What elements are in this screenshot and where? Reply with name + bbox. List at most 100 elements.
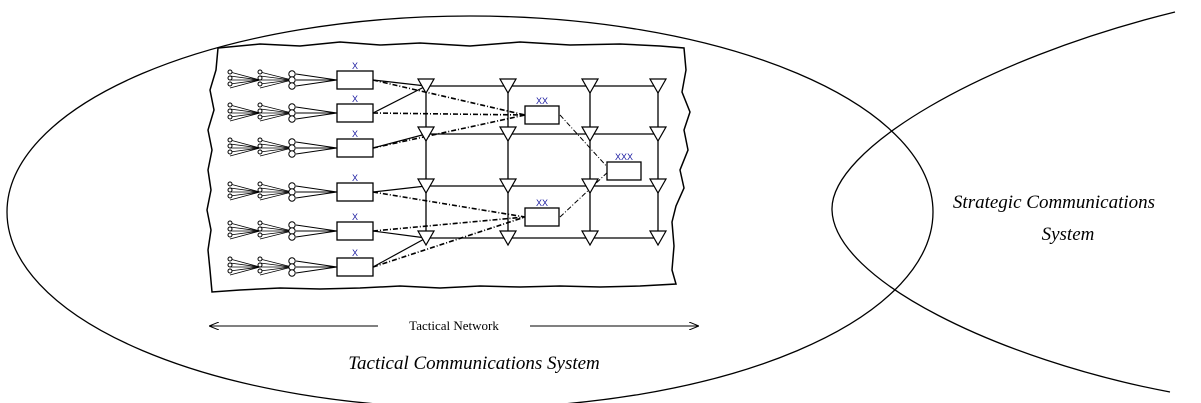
fan-line <box>229 75 261 81</box>
network-node <box>498 230 518 247</box>
access-link <box>372 85 427 114</box>
fan-line <box>229 191 261 197</box>
fan-line <box>295 185 338 193</box>
corps-unit-label: XXX <box>615 152 633 162</box>
division-unit-box <box>524 105 560 125</box>
network-node <box>648 78 668 95</box>
radio-link <box>372 114 526 149</box>
access-link <box>372 185 427 193</box>
fan-line <box>259 191 293 197</box>
company-unit-label: X <box>352 248 358 258</box>
subscriber-terminal <box>227 108 233 114</box>
fan-line <box>259 79 293 89</box>
fan-line <box>259 147 293 157</box>
fan-line <box>295 73 338 81</box>
corps-unit-box <box>606 161 642 181</box>
subscriber-terminal <box>288 182 296 190</box>
division-unit-label: XX <box>536 198 548 208</box>
radio-link <box>372 112 526 116</box>
subscriber-terminal <box>257 220 263 226</box>
radio-link <box>372 79 526 116</box>
strategic-system-label-line1: Strategic Communications <box>953 192 1155 213</box>
company-unit-box <box>336 103 374 123</box>
subscriber-terminal <box>288 257 296 265</box>
subscriber-terminal <box>257 181 263 187</box>
fan-line <box>295 112 338 120</box>
radio-link <box>559 169 611 218</box>
network-node <box>498 178 518 195</box>
subscriber-terminal <box>257 232 263 238</box>
radio-link <box>559 114 611 171</box>
subscriber-terminal <box>257 137 263 143</box>
fan-line <box>295 266 338 274</box>
subscriber-terminal <box>227 181 233 187</box>
fan-line <box>259 262 293 268</box>
subscriber-terminal <box>288 188 296 196</box>
strategic-system-boundary <box>831 11 1176 393</box>
company-unit-label: X <box>352 129 358 139</box>
tactical-network-label: Tactical Network <box>409 318 499 333</box>
subscriber-terminal <box>227 149 233 155</box>
fan-line <box>229 79 261 89</box>
subscriber-terminal <box>227 256 233 262</box>
fan-line <box>229 230 261 236</box>
fan-line <box>259 112 293 122</box>
fan-line <box>229 143 261 149</box>
subscriber-terminal <box>288 115 296 123</box>
tactical-system-ellipse <box>6 15 934 403</box>
tactical-system-label: Tactical Communications System <box>348 353 600 374</box>
fan-line <box>229 104 261 114</box>
radio-link <box>372 216 526 232</box>
fan-line <box>259 183 293 193</box>
fan-line <box>259 266 293 276</box>
fan-line <box>259 143 293 149</box>
fan-line <box>259 258 293 268</box>
network-connections <box>372 79 659 268</box>
network-node <box>416 78 436 95</box>
subscriber-terminal <box>227 187 233 193</box>
fan-line <box>229 262 261 268</box>
access-link <box>372 237 427 268</box>
access-link <box>372 230 427 239</box>
fan-line <box>259 187 293 193</box>
network-node <box>416 126 436 143</box>
network-nodes <box>416 78 668 247</box>
network-node <box>580 230 600 247</box>
subscriber-terminal <box>257 143 263 149</box>
subscriber-terminal <box>288 263 296 271</box>
network-node <box>648 178 668 195</box>
fan-line <box>229 79 261 85</box>
subscriber-terminal <box>288 138 296 146</box>
division-unit-box <box>524 207 560 227</box>
company-unit-label: X <box>352 61 358 71</box>
subscriber-terminal <box>257 114 263 120</box>
company-unit-label: X <box>352 173 358 183</box>
fan-line <box>229 191 261 201</box>
subscriber-terminal <box>257 262 263 268</box>
fan-line <box>259 139 293 149</box>
subscriber-terminal <box>257 69 263 75</box>
subscriber-terminal <box>288 82 296 90</box>
fan-line <box>229 112 261 118</box>
access-link <box>372 133 427 149</box>
network-node <box>580 178 600 195</box>
fan-line <box>259 230 293 240</box>
subscriber-terminal <box>227 137 233 143</box>
fan-line <box>295 141 338 149</box>
subscriber-terminal <box>288 70 296 78</box>
fan-line <box>229 230 261 240</box>
fan-line <box>229 112 261 122</box>
access-link <box>372 79 427 87</box>
company-unit-box <box>336 257 374 277</box>
subscriber-fans <box>227 69 338 277</box>
subscriber-terminal <box>257 149 263 155</box>
subscriber-terminal <box>227 220 233 226</box>
subscriber-terminal <box>288 103 296 111</box>
tactical-network-boundary <box>206 41 691 293</box>
network-node <box>498 126 518 143</box>
fan-line <box>295 230 338 238</box>
network-node <box>580 78 600 95</box>
subscriber-terminal <box>227 114 233 120</box>
fan-line <box>229 258 261 268</box>
subscriber-terminal <box>288 144 296 152</box>
